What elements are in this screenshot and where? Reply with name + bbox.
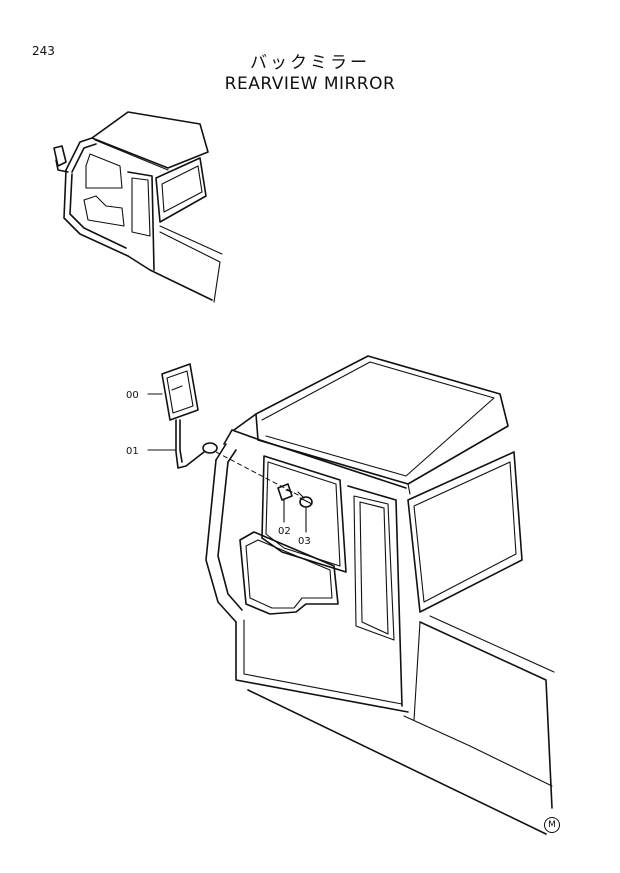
part-label-03: 03 [298,536,311,547]
page-title-japanese: バックミラー [250,53,370,73]
page-number: 243 [32,44,55,58]
overview-cab-illustration [53,111,223,303]
bracket-illustration [277,483,293,501]
mounting-guide-line [215,451,301,497]
bolt-illustration [297,491,313,508]
page-title: REARVIEW MIRROR [224,74,396,94]
cab-illustration [205,355,555,835]
part-label-01: 01 [126,446,139,457]
mark-badge: M [544,817,560,833]
part-label-02: 02 [278,526,291,537]
rearview-mirror-illustration [161,363,218,469]
part-label-00: 00 [126,390,139,401]
